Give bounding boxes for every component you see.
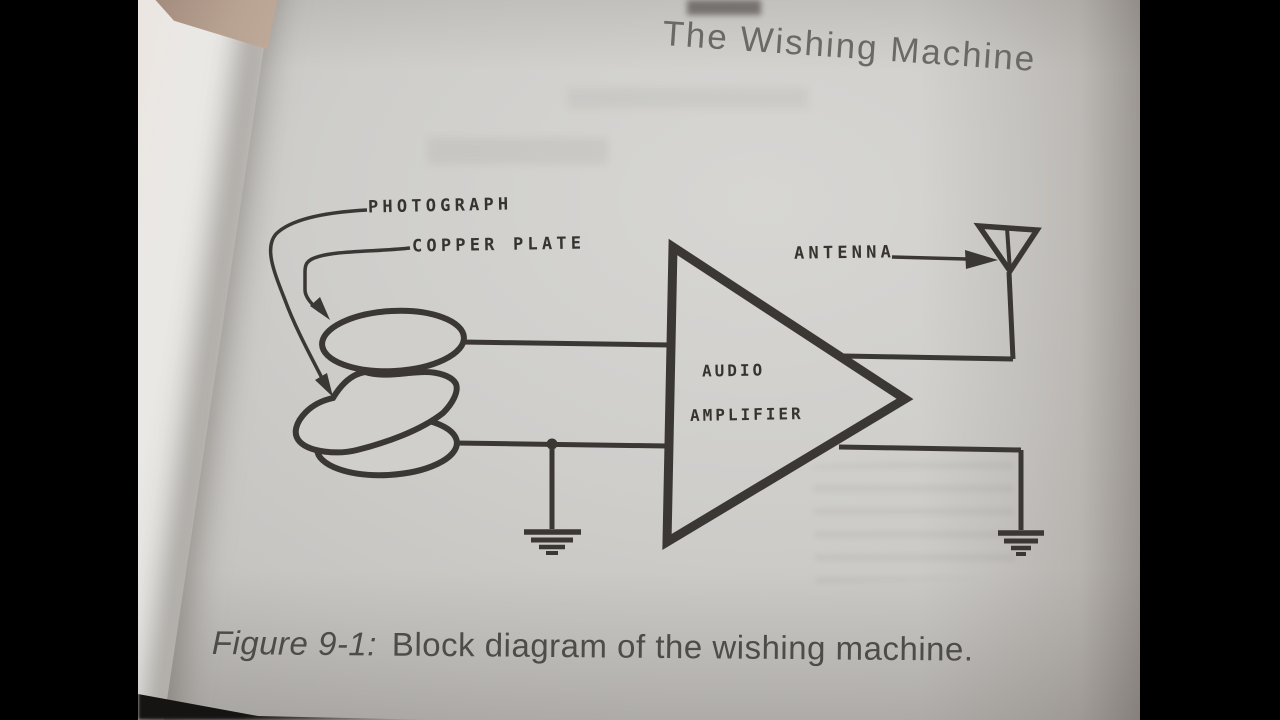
antenna-symbol bbox=[973, 222, 1042, 276]
antenna-arrowhead bbox=[965, 250, 998, 269]
wire-top-input bbox=[461, 339, 672, 348]
label-photograph: PHOTOGRAPH bbox=[367, 194, 513, 218]
figure-caption-label: Figure 9-1: bbox=[211, 624, 378, 663]
photograph-leader-line bbox=[268, 208, 368, 387]
audio-amplifier-triangle bbox=[662, 238, 914, 551]
ground-symbol-middle bbox=[524, 529, 581, 555]
photograph-sheet bbox=[292, 368, 460, 456]
label-copper-plate: COPPER PLATE bbox=[411, 233, 586, 257]
antenna-arrow-line bbox=[891, 255, 967, 261]
copper-plate-top-ellipse bbox=[319, 307, 467, 375]
wire-bottom-input bbox=[454, 440, 669, 449]
wire-output-top bbox=[842, 353, 1014, 362]
wire-output-bottom bbox=[838, 444, 1022, 453]
label-amplifier-line1: AUDIO bbox=[701, 360, 766, 381]
letterbox-left bbox=[0, 0, 138, 720]
figure-caption: Figure 9-1: Block diagram of the wishing … bbox=[212, 624, 974, 669]
ground-symbol-right bbox=[998, 530, 1044, 556]
copper-plate-arrowhead bbox=[310, 297, 330, 320]
letterbox-right bbox=[1140, 0, 1280, 720]
copper-plate-leader-line bbox=[303, 246, 411, 313]
label-amplifier-line2: AMPLIFIER bbox=[689, 404, 804, 425]
photograph-arrowhead bbox=[315, 373, 333, 397]
figure-caption-text: Block diagram of the wishing machine. bbox=[391, 625, 974, 668]
label-antenna: ANTENNA bbox=[793, 242, 896, 264]
wire-antenna-drop bbox=[1006, 271, 1016, 360]
